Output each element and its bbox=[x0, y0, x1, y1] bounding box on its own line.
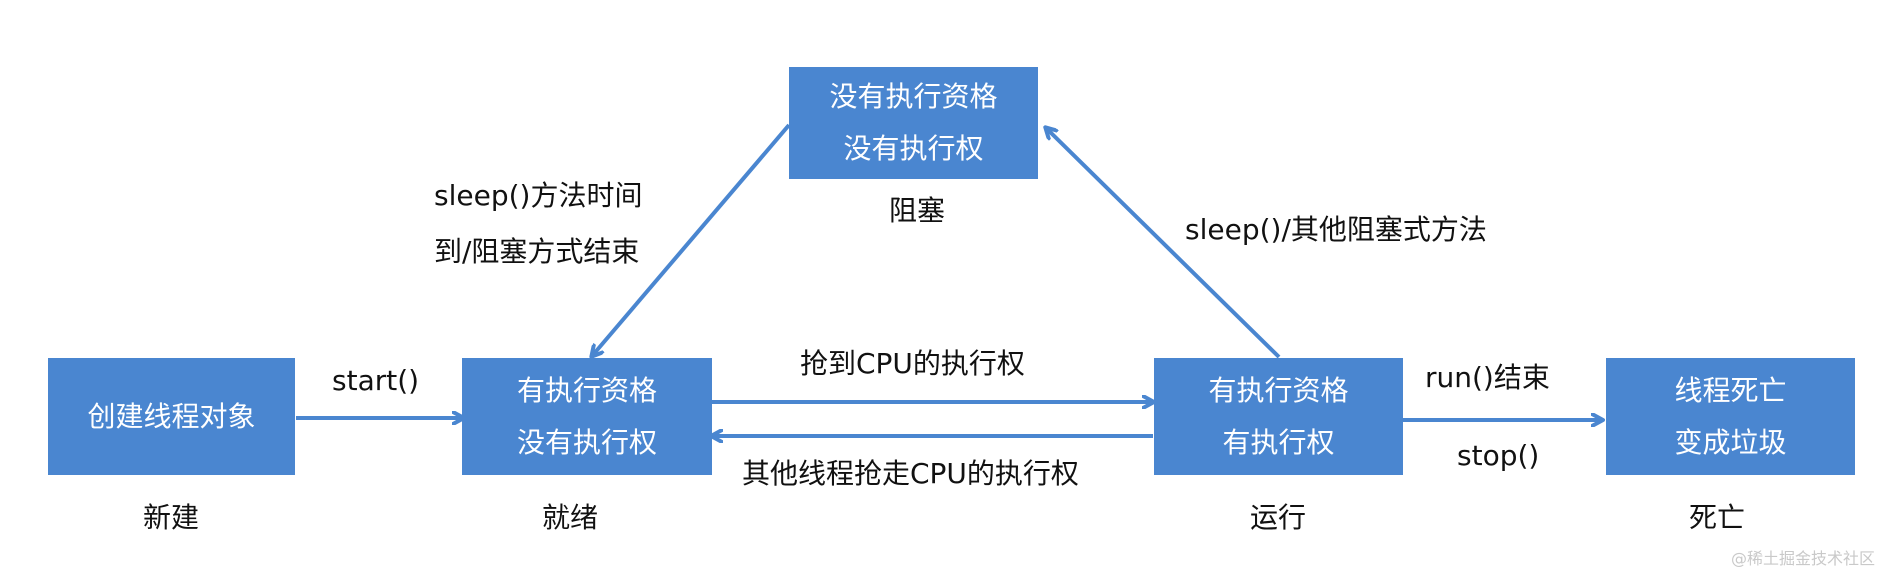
arrow-blocked-to-ready bbox=[592, 123, 791, 356]
edge-label-start: start() bbox=[332, 364, 420, 397]
state-box-ready: 有执行资格 没有执行权 bbox=[462, 358, 712, 475]
state-box-ready-line-2: 没有执行权 bbox=[516, 425, 657, 459]
state-label-new: 新建 bbox=[142, 501, 200, 534]
state-box-running-line-2: 有执行权 bbox=[1222, 425, 1335, 459]
state-box-ready-line-1: 有执行资格 bbox=[516, 373, 657, 407]
edge-label-running-to-dead-line-1: run()结束 bbox=[1425, 361, 1550, 394]
state-label-ready: 就绪 bbox=[541, 501, 599, 534]
state-label-running: 运行 bbox=[1249, 501, 1307, 534]
state-box-blocked-line-1: 没有执行资格 bbox=[829, 80, 998, 113]
state-box-running: 有执行资格 有执行权 bbox=[1154, 358, 1403, 475]
state-box-running-line-1: 有执行资格 bbox=[1208, 373, 1349, 407]
edge-label-blocked-to-ready-line-1: sleep()方法时间 bbox=[434, 179, 643, 212]
edge-label-running-to-ready: 其他线程抢走CPU的执行权 bbox=[742, 457, 1079, 490]
state-box-dead-line-2: 变成垃圾 bbox=[1674, 425, 1787, 459]
edge-label-ready-to-running: 抢到CPU的执行权 bbox=[800, 347, 1025, 380]
state-box-blocked-line-2: 没有执行权 bbox=[843, 132, 984, 165]
arrow-running-to-blocked bbox=[1046, 128, 1281, 359]
watermark: @稀土掘金技术社区 bbox=[1730, 549, 1875, 568]
state-box-new: 创建线程对象 bbox=[48, 358, 295, 475]
edge-label-running-to-dead-line-2: stop() bbox=[1457, 439, 1540, 472]
state-box-dead: 线程死亡 变成垃圾 bbox=[1606, 358, 1855, 475]
edge-label-running-to-blocked: sleep()/其他阻塞式方法 bbox=[1185, 213, 1487, 246]
state-box-blocked: 没有执行资格 没有执行权 bbox=[789, 67, 1038, 179]
state-box-new-line-1: 创建线程对象 bbox=[87, 399, 256, 433]
state-label-blocked: 阻塞 bbox=[888, 194, 946, 227]
state-label-dead: 死亡 bbox=[1688, 501, 1746, 534]
state-box-dead-line-1: 线程死亡 bbox=[1674, 373, 1787, 407]
edge-label-blocked-to-ready-line-2: 到/阻塞方式结束 bbox=[434, 235, 640, 268]
